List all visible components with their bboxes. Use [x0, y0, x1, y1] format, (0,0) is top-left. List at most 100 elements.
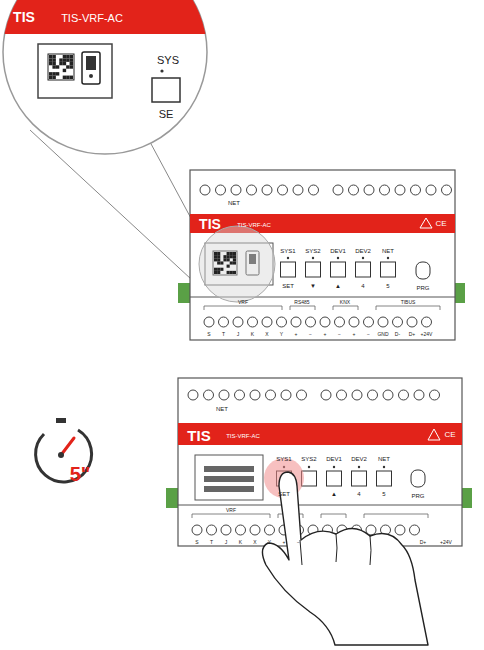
- terminal: [293, 185, 303, 195]
- hand-crease: [300, 534, 371, 565]
- terminal: [407, 317, 417, 327]
- terminal: [393, 317, 403, 327]
- led-dot: [287, 257, 289, 259]
- button-label: ▼: [310, 283, 316, 289]
- terminal: [204, 317, 214, 327]
- prg-button: [411, 470, 425, 487]
- led-dot: [308, 466, 310, 468]
- terminal: [380, 185, 390, 195]
- model-name: TIS-VRF-AC: [226, 433, 260, 439]
- terminal: [309, 185, 319, 195]
- button-label: SE: [159, 109, 174, 120]
- pin-label: D+: [409, 332, 416, 337]
- led-dot: [337, 257, 339, 259]
- qr-window: [38, 44, 112, 98]
- label-band: [178, 423, 462, 445]
- window-bar: [204, 476, 254, 482]
- button-label: PRG: [416, 285, 429, 291]
- prg-button: [416, 262, 430, 279]
- pin-label: −: [297, 540, 300, 545]
- button-label: 4: [357, 491, 360, 497]
- pin-label: D-: [395, 332, 400, 337]
- logo: TIS: [13, 10, 35, 24]
- terminal: [204, 390, 214, 400]
- pin-label: J: [225, 540, 228, 545]
- terminal: [321, 390, 331, 400]
- terminal: [349, 185, 359, 195]
- terminal: [247, 185, 257, 195]
- terminal: [277, 317, 287, 327]
- terminal-label: NET: [228, 200, 240, 206]
- button: [152, 78, 180, 102]
- terminal: [395, 185, 405, 195]
- pin-label: +: [353, 332, 356, 337]
- button-label: SYS2: [301, 456, 316, 462]
- led-dot: [312, 257, 314, 259]
- ce-mark: CE: [435, 220, 446, 228]
- terminal: [306, 317, 316, 327]
- terminal: [248, 317, 258, 327]
- button-label: SET: [278, 491, 290, 497]
- pin-label: T: [210, 540, 213, 545]
- button-label: PRG: [411, 493, 424, 499]
- terminal: [250, 390, 260, 400]
- terminal: [349, 317, 359, 327]
- pin-label: D+: [420, 540, 427, 545]
- led-dot: [387, 257, 389, 259]
- pin-label: Y: [268, 540, 271, 545]
- terminal: [411, 185, 421, 195]
- group-label: VRF: [226, 508, 236, 513]
- button: [306, 262, 321, 277]
- terminal: [219, 317, 229, 327]
- led-dot: [358, 466, 360, 468]
- pin-label: +24V: [440, 540, 452, 545]
- group-label: RS485: [294, 300, 309, 305]
- device-housing: [190, 170, 455, 340]
- logo: TIS: [199, 217, 221, 231]
- button-label: DEV2: [355, 248, 371, 254]
- duration-label: 5": [70, 464, 91, 484]
- button: [327, 471, 342, 486]
- model-name: TIS-VRF-AC: [61, 13, 123, 24]
- group-label: TIBUS: [401, 300, 416, 305]
- button-label: 5: [386, 283, 389, 289]
- device-icon: [86, 56, 96, 70]
- button-label: DEV1: [326, 456, 342, 462]
- terminal: [188, 390, 198, 400]
- housing-edge: [178, 505, 462, 506]
- terminal: [278, 185, 288, 195]
- din-clip: [455, 283, 465, 303]
- label-band: [0, 0, 220, 34]
- terminal: [266, 390, 276, 400]
- terminal: [219, 390, 229, 400]
- group-bracket: [333, 306, 358, 310]
- button-label: 4: [361, 283, 364, 289]
- terminal: [383, 390, 393, 400]
- terminal: [236, 525, 246, 535]
- terminal: [262, 317, 272, 327]
- terminal: [281, 390, 291, 400]
- button: [352, 471, 367, 486]
- qr-code: [48, 54, 74, 80]
- terminal: [297, 390, 307, 400]
- din-clip: [166, 488, 178, 508]
- button: [331, 262, 346, 277]
- qr-window: [195, 455, 263, 500]
- terminal: [262, 185, 272, 195]
- terminal: [233, 317, 243, 327]
- hand: [262, 472, 428, 645]
- button: [356, 262, 371, 277]
- button-label: NET: [382, 248, 394, 254]
- terminal: [235, 390, 245, 400]
- terminal: [337, 390, 347, 400]
- terminal: [410, 525, 420, 535]
- button-label: 5: [382, 491, 385, 497]
- ce-mark: CE: [444, 431, 455, 439]
- device-icon: [82, 52, 100, 84]
- terminal: [333, 185, 343, 195]
- terminal: [231, 185, 241, 195]
- pin-label: K: [239, 540, 242, 545]
- button-label: SET: [282, 283, 294, 289]
- terminal: [368, 390, 378, 400]
- led-dot: [383, 466, 385, 468]
